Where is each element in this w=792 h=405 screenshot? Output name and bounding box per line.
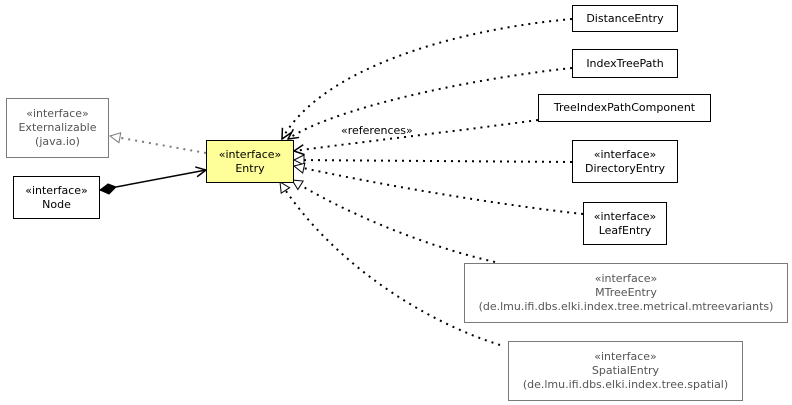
node-mtreeentry[interactable]: «interface» MTreeEntry (de.lmu.ifi.dbs.e… bbox=[464, 263, 788, 323]
spatialentry-package: (de.lmu.ifi.dbs.elki.index.tree.spatial) bbox=[522, 378, 729, 391]
node-directoryentry[interactable]: «interface» DirectoryEntry bbox=[572, 140, 678, 183]
edge-treeindexpathcomponent-entry bbox=[294, 119, 539, 151]
externalizable-name: Externalizable bbox=[18, 121, 97, 134]
mtreeentry-stereotype: «interface» bbox=[594, 272, 658, 285]
entry-name: Entry bbox=[235, 161, 265, 175]
directoryentry-stereotype: «interface» bbox=[593, 147, 657, 161]
mtreeentry-package: (de.lmu.ifi.dbs.elki.index.tree.metrical… bbox=[478, 300, 774, 313]
node-name: Node bbox=[42, 197, 71, 211]
edge-mtreeentry-entry bbox=[292, 179, 496, 263]
composition-diamond bbox=[99, 183, 117, 195]
directoryentry-name: DirectoryEntry bbox=[585, 161, 665, 175]
distanceentry-name: DistanceEntry bbox=[586, 11, 664, 25]
externalizable-package: (java.io) bbox=[35, 135, 80, 148]
node-spatialentry[interactable]: «interface» SpatialEntry (de.lmu.ifi.dbs… bbox=[508, 341, 743, 401]
treeindexpathcomponent-name: TreeIndexPathComponent bbox=[553, 101, 696, 114]
indextreepath-name: IndexTreePath bbox=[586, 56, 664, 70]
edge-directoryentry-entry bbox=[294, 160, 573, 162]
leafentry-stereotype: «interface» bbox=[593, 209, 657, 223]
node-stereotype: «interface» bbox=[25, 183, 88, 197]
node-indextreepath[interactable]: IndexTreePath bbox=[572, 49, 678, 78]
leafentry-name: LeafEntry bbox=[598, 223, 652, 237]
node-distanceentry[interactable]: DistanceEntry bbox=[572, 5, 678, 32]
spatialentry-stereotype: «interface» bbox=[594, 350, 657, 363]
entry-stereotype: «interface» bbox=[218, 147, 282, 161]
externalizable-stereotype: «interface» bbox=[26, 107, 89, 120]
spatialentry-name: SpatialEntry bbox=[591, 364, 660, 377]
node-externalizable[interactable]: «interface» Externalizable (java.io) bbox=[6, 98, 109, 158]
node-treeindexpathcomponent[interactable]: TreeIndexPathComponent bbox=[538, 94, 711, 122]
mtreeentry-name: MTreeEntry bbox=[595, 286, 657, 299]
edge-entry-externalizable bbox=[110, 136, 207, 154]
edge-node-entry bbox=[99, 170, 206, 191]
edge-indextreepath-entry bbox=[288, 67, 573, 139]
node-node[interactable]: «interface» Node bbox=[13, 176, 100, 219]
node-leafentry[interactable]: «interface» LeafEntry bbox=[583, 202, 667, 245]
node-entry[interactable]: «interface» Entry bbox=[206, 140, 294, 183]
references-label: «references» bbox=[341, 124, 413, 137]
edge-leafentry-entry bbox=[294, 166, 584, 215]
